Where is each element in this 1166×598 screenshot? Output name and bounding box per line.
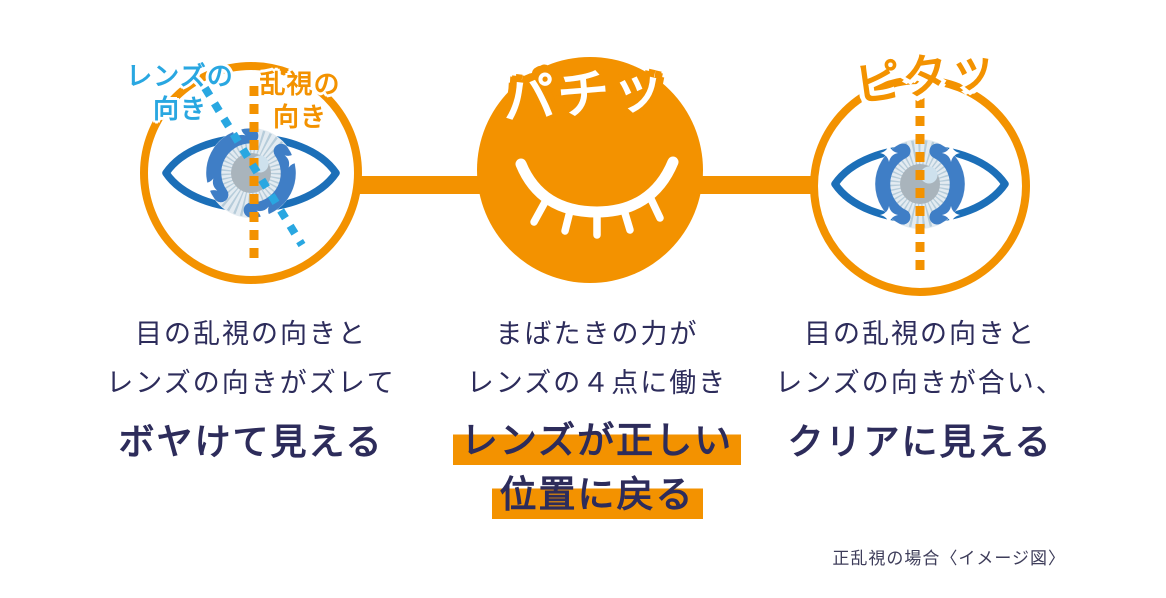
left-caption: 目の乱視の向きと レンズの向きがズレて ボヤけて見える — [81, 310, 421, 466]
right-result-text: クリアに見える — [787, 421, 1053, 462]
blink-sound-label: パチッ — [500, 58, 670, 132]
astigmatism-direction-line1: 乱視の — [259, 69, 341, 99]
left-result-text: ボヤけて見える — [118, 421, 384, 462]
lens-stabilization-zones — [875, 143, 965, 225]
middle-result-line2: 位置に戻る — [491, 468, 703, 522]
lens-direction-label: レンズの 向き — [108, 60, 252, 126]
eye-with-aligned-lens-icon — [831, 98, 1009, 270]
lens-direction-line2: 向き — [152, 94, 207, 124]
middle-result-line1: レンズが正しい — [452, 414, 742, 468]
connector-bar-left — [348, 176, 488, 194]
middle-desc-line2: レンズの４点に働き — [466, 368, 728, 398]
middle-caption: まばたきの力が レンズの４点に働き レンズが正しい 位置に戻る — [427, 310, 767, 522]
right-desc-line1: 目の乱視の向きと — [804, 319, 1036, 349]
middle-desc-line1: まばたきの力が — [495, 319, 699, 349]
astigmatism-direction-line2: 向き — [272, 102, 327, 132]
footnote-text: 正乱視の場合〈イメージ図〉 — [832, 549, 1066, 568]
astigmatism-direction-label: 乱視の 向き — [236, 68, 364, 134]
closed-eye-blink-icon — [515, 156, 679, 239]
lens-stabilization-zones — [201, 123, 301, 223]
lens-axis-dotted-line — [201, 85, 306, 248]
right-desc-line2: レンズの向きが合い、 — [775, 368, 1065, 398]
right-caption: 目の乱視の向きと レンズの向きが合い、 クリアに見える — [750, 310, 1090, 466]
connector-bar-right — [693, 176, 818, 194]
left-desc-line2: レンズの向きがズレて — [106, 368, 396, 398]
lens-direction-line1: レンズの — [126, 61, 234, 91]
left-desc-line1: 目の乱視の向きと — [135, 319, 367, 349]
middle-result-text: レンズが正しい 位置に戻る — [427, 414, 767, 522]
eye-with-tilted-lens-icon — [162, 85, 340, 264]
